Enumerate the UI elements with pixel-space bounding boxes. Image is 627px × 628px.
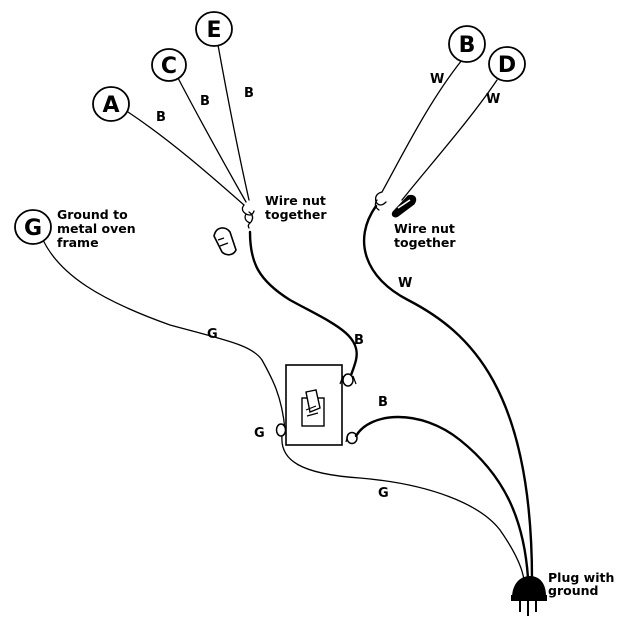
switch-box <box>285 364 343 446</box>
node-d: D <box>488 46 526 82</box>
left-nut-note: Wire nut together <box>265 193 327 222</box>
label-switch-to-plug: B <box>378 395 388 410</box>
ground-screw <box>275 423 287 437</box>
wire-b-white <box>381 59 463 193</box>
svg-text:metal oven: metal oven <box>57 221 136 236</box>
plug-icon <box>511 576 547 616</box>
svg-text:frame: frame <box>57 235 99 250</box>
switch-bottom-terminal <box>345 431 358 445</box>
left-wire-nut-joint <box>241 204 255 229</box>
wire-e-black <box>217 44 250 201</box>
node-g: G <box>14 209 52 245</box>
svg-text:Plug with: Plug with <box>548 570 614 585</box>
plug-note: Plug with ground <box>548 570 614 598</box>
svg-text:together: together <box>394 235 456 250</box>
wire-d-white <box>401 79 498 201</box>
wire-c-black <box>177 77 247 203</box>
label-white-to-plug: W <box>398 276 412 291</box>
wire-ground-to-plug <box>281 435 525 581</box>
svg-text:C: C <box>161 54 177 79</box>
left-wire-nut-icon <box>213 227 237 256</box>
svg-text:Wire nut: Wire nut <box>394 221 455 236</box>
label-d-wire: W <box>486 92 500 107</box>
svg-text:G: G <box>24 216 42 241</box>
wire-nut-to-switch <box>248 230 358 380</box>
svg-text:D: D <box>498 53 516 78</box>
wire-a-black <box>127 111 245 206</box>
node-c: C <box>151 48 187 82</box>
label-e-wire: B <box>244 86 254 101</box>
svg-text:Wire nut: Wire nut <box>265 193 326 208</box>
svg-text:E: E <box>206 18 221 43</box>
svg-text:A: A <box>102 93 119 118</box>
svg-text:ground: ground <box>548 583 598 598</box>
label-b-wire: W <box>430 72 444 87</box>
svg-text:together: together <box>265 207 327 222</box>
wire-white-to-plug <box>362 204 534 582</box>
right-wire-nut-joint <box>374 191 387 211</box>
label-c-wire: B <box>200 94 210 109</box>
wire-ground-to-switch <box>42 239 286 431</box>
label-g-wire: G <box>207 327 218 342</box>
label-switch-to-nut: B <box>354 333 364 348</box>
svg-text:Ground to: Ground to <box>57 207 128 222</box>
node-a: A <box>92 86 130 122</box>
wire-switch-to-plug <box>354 415 530 580</box>
node-b: B <box>448 25 486 63</box>
label-ground-to-plug: G <box>378 486 389 501</box>
ground-note: Ground to metal oven frame <box>57 207 136 250</box>
svg-text:B: B <box>459 33 476 58</box>
switch-top-terminal <box>339 373 357 387</box>
node-e: E <box>195 11 233 47</box>
label-a-wire: B <box>156 110 166 125</box>
right-wire-nut-icon <box>391 194 417 218</box>
right-nut-note: Wire nut together <box>394 221 456 250</box>
label-ground-screw: G <box>254 426 265 441</box>
